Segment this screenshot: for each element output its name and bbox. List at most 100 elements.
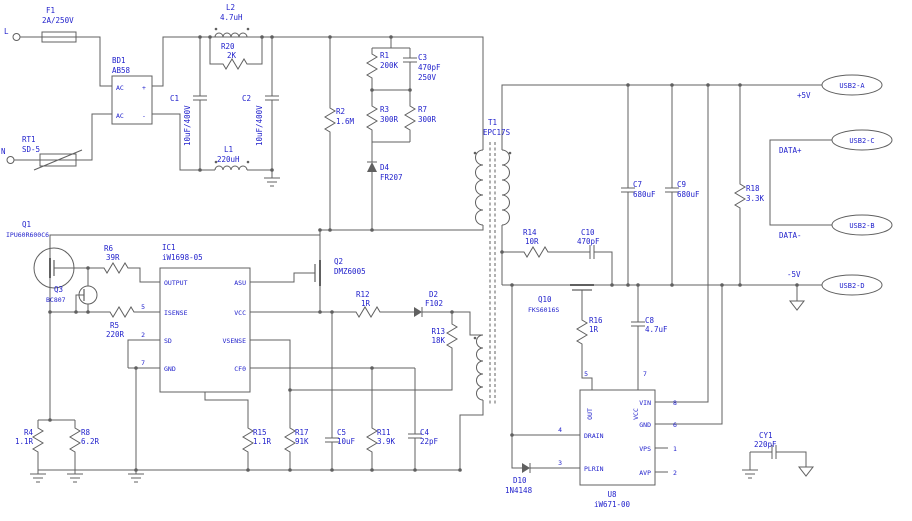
- usb2-a-connector: [821, 74, 883, 96]
- u8-value-label: iW671-00: [594, 500, 631, 509]
- r20-value-label: 2K: [227, 51, 237, 60]
- c8-ref-label: C8: [645, 316, 655, 325]
- c3-value2-label: 250V: [418, 73, 437, 82]
- l1-value-label: 220uH: [217, 155, 240, 164]
- c2-capacitor-symbol: [264, 89, 280, 107]
- c7-value-label: 680uF: [633, 190, 656, 199]
- c9-value-label: 680uF: [677, 190, 700, 199]
- u8-pinnum-gnd: 6: [673, 421, 677, 429]
- wires-bus-filter: [152, 36, 484, 174]
- ground-filter: [263, 173, 281, 187]
- c1-ref-label: C1: [170, 94, 179, 103]
- circuit-wires: [14, 36, 832, 473]
- c8-capacitor-symbol: [630, 315, 646, 333]
- u8-ref-label: U8: [607, 490, 617, 499]
- f1-fuse-symbol: [41, 31, 77, 43]
- r14-value-label: 10R: [525, 237, 539, 246]
- t1-ref-label: T1: [488, 118, 497, 127]
- r5-ref-label: R5: [110, 321, 119, 330]
- r5-resistor-symbol: [105, 306, 139, 318]
- r12-ref-label: R12: [356, 290, 370, 299]
- r15-ref-label: R15: [253, 428, 267, 437]
- r1-resistor-symbol: [366, 49, 378, 83]
- wires-secondary: [501, 84, 822, 390]
- ic1-body: [159, 267, 251, 393]
- t1-core: [489, 142, 496, 406]
- c7-ref-label: C7: [633, 180, 642, 189]
- r4-value-label: 1.1R: [15, 437, 34, 446]
- ic1-pinnum-gnd: 7: [141, 359, 145, 367]
- c2-ref-label: C2: [242, 94, 251, 103]
- bd1-ref-label: BD1: [112, 56, 126, 65]
- t1-secondary-winding: [501, 149, 510, 226]
- r20-resistor-symbol: [218, 58, 252, 70]
- bd1-value-label: AB58: [112, 66, 131, 75]
- net-dataminus-label: DATA-: [779, 231, 802, 240]
- q2-value-label: DMZ6005: [334, 267, 366, 276]
- u8-pinnum-vps: 1: [673, 445, 677, 453]
- wires-vcc-aux: [204, 311, 484, 470]
- r3-resistor-symbol: [366, 101, 378, 135]
- r2-value-label: 1.6M: [336, 117, 355, 126]
- d10-value-label: 1N4148: [505, 486, 533, 495]
- c8-value-label: 4.7uF: [645, 325, 668, 334]
- junction-dots: [48, 27, 799, 472]
- line-terminal: [12, 33, 21, 41]
- q3-ref-label: Q3: [54, 285, 63, 294]
- r11-resistor-symbol: [366, 423, 378, 457]
- transistor-gate-bars: [53, 260, 592, 301]
- bd1-ac2-label: AC: [116, 112, 124, 120]
- d10-diode-symbol: [515, 462, 537, 474]
- r13-ref-label: R13: [431, 327, 445, 336]
- r8-value-label: 6.2R: [81, 437, 100, 446]
- c9-ref-label: C9: [677, 180, 686, 189]
- c4-value-label: 22pF: [420, 437, 439, 446]
- r15-resistor-symbol: [242, 423, 254, 457]
- r8-resistor-symbol: [69, 423, 81, 457]
- usb2-d-connector: [821, 274, 883, 296]
- r18-ref-label: R18: [746, 184, 760, 193]
- r13-value-label: 18K: [431, 336, 445, 345]
- ic1-pinnum-sd: 2: [141, 331, 145, 339]
- wires-ac-input: [14, 36, 112, 161]
- d2-diode-symbol: [407, 306, 429, 318]
- c10-value-label: 470pF: [577, 237, 600, 246]
- q1-ref-label: Q1: [22, 220, 31, 229]
- ic1-pin-isense: ISENSE: [164, 309, 188, 317]
- r2-ref-label: R2: [336, 107, 345, 116]
- r14-resistor-symbol: [519, 246, 553, 258]
- usb2-a-label: USB2-A: [839, 82, 865, 90]
- ic1-pin-output: OUTPUT: [164, 279, 188, 287]
- q1-mosfet-symbol: [33, 247, 75, 289]
- r1-ref-label: R1: [380, 51, 389, 60]
- bd1-plus-label: +: [142, 84, 146, 92]
- net-dataplus-label: DATA+: [779, 146, 802, 155]
- u8-pin-vcc: VCC: [632, 408, 640, 420]
- u8-pinnum-avp: 2: [673, 469, 677, 477]
- r17-ref-label: R17: [295, 428, 309, 437]
- r12-value-label: 1R: [361, 299, 371, 308]
- ic1-pinnum-isense: 5: [141, 303, 145, 311]
- rt1-ref-label: RT1: [22, 135, 36, 144]
- u8-pin-drain: DRAIN: [584, 432, 604, 440]
- bd1-ac1-label: AC: [116, 84, 124, 92]
- usb2-c-label: USB2-C: [849, 137, 874, 145]
- c4-ref-label: C4: [420, 428, 430, 437]
- q3-transistor-symbol: [78, 285, 98, 305]
- r3-value-label: 300R: [380, 115, 399, 124]
- r20-ref-label: R20: [221, 42, 235, 51]
- r6-resistor-symbol: [99, 262, 133, 274]
- ic1-ref-label: IC1: [162, 243, 176, 252]
- c5-value-label: 10uF: [337, 437, 356, 446]
- t1-value-label: EPC17S: [483, 128, 511, 137]
- ic1-pin-cf0: CF0: [234, 365, 246, 373]
- neutral-terminal-label: N: [1, 147, 6, 156]
- rt1-strike-line: [33, 149, 83, 171]
- d4-ref-label: D4: [380, 163, 390, 172]
- d2-ref-label: D2: [429, 290, 438, 299]
- r6-value-label: 39R: [106, 253, 120, 262]
- u8-pin-vps: VPS: [639, 445, 651, 453]
- c3-capacitor-symbol: [402, 51, 418, 69]
- ground-r4: [29, 469, 47, 483]
